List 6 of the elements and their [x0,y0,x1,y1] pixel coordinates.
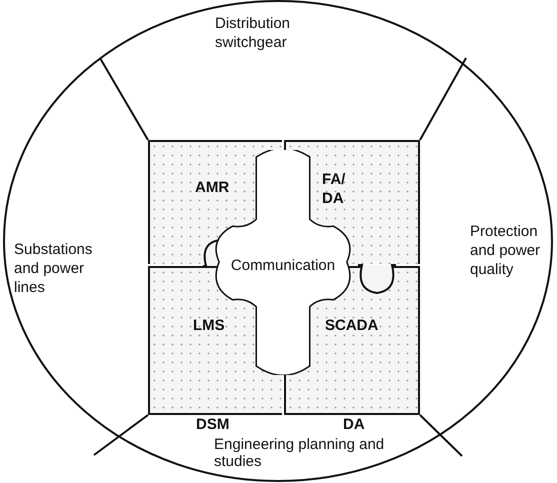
sector-label: Engineering planning and studies [214,436,404,470]
sector-label: Distribution switchgear [215,14,345,52]
piece-caption: DSM [196,416,230,433]
sector-label: Protection and power quality [470,222,555,279]
piece-caption: DA [343,416,365,433]
sector-label: Substations and power lines [14,240,109,297]
